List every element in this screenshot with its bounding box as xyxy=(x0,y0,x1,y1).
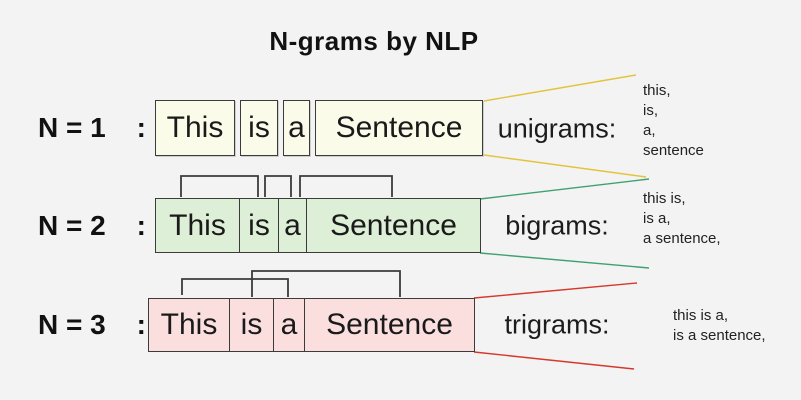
token-box-sentence: Sentence xyxy=(304,299,474,351)
unigram-item: is, xyxy=(643,102,658,119)
token-box-sentence: Sentence xyxy=(315,100,483,156)
token-box-is: is xyxy=(240,100,278,156)
unigrams-label: unigrams: xyxy=(497,113,617,144)
unigram-fan-line-top xyxy=(483,74,637,102)
token-box-this: This xyxy=(169,208,226,242)
bigram-item: a sentence, xyxy=(643,230,721,247)
trigram-item: is a sentence, xyxy=(673,327,766,344)
trigram-item: this is a, xyxy=(673,307,729,324)
bigram-item: is a, xyxy=(643,210,671,227)
diagram-title: N-grams by NLP xyxy=(269,26,479,56)
token-box-this: This xyxy=(155,100,235,156)
trigram-fan-line-bottom xyxy=(473,351,635,370)
unigram-item: this, xyxy=(643,82,671,99)
trigram-fan-line-top xyxy=(473,282,638,299)
trigram-token-boxes: This is a Sentence xyxy=(148,298,475,352)
token-box-a: a xyxy=(283,100,310,156)
unigram-item: a, xyxy=(643,122,656,139)
row3-colon: : xyxy=(136,309,146,340)
row-label-n2: N = 2 : xyxy=(38,198,146,253)
token-box-sentence: Sentence xyxy=(306,199,480,252)
token-box-a: a xyxy=(273,299,304,351)
n-equals-2-text: N = 2 xyxy=(38,209,106,241)
row1-colon: : xyxy=(136,112,146,143)
token-box-a: a xyxy=(278,199,306,252)
bigram-output-list: this is, is a, a sentence, xyxy=(643,189,721,249)
bigrams-label: bigrams: xyxy=(505,210,609,241)
token-box-is: is xyxy=(239,199,278,252)
n-equals-1-text: N = 1 xyxy=(38,112,106,143)
bigram-bracket-is-a xyxy=(264,175,292,197)
trigram-bracket-this-is-a xyxy=(181,278,289,297)
row-label-n1: N = 1 : xyxy=(38,100,146,156)
trigram-bracket-is-a-sentence xyxy=(251,270,401,297)
bigram-fan-line-bottom xyxy=(479,252,650,269)
bigram-bracket-this-is xyxy=(180,175,259,197)
unigram-item: sentence xyxy=(643,142,704,159)
row2-colon: : xyxy=(136,209,146,241)
n-equals-3-text: N = 3 xyxy=(38,309,106,340)
bigram-fan-line-top xyxy=(479,178,650,200)
trigrams-label: trigrams: xyxy=(504,309,610,340)
trigram-output-list: this is a, is a sentence, xyxy=(673,306,766,346)
bigram-token-boxes: This is a Sentence xyxy=(155,198,481,253)
token-box-this: This xyxy=(160,308,218,341)
row-label-n3: N = 3 : xyxy=(38,298,146,352)
token-box-is: is xyxy=(229,299,273,351)
unigram-fan-line-bottom xyxy=(483,154,647,178)
unigram-token-boxes: This is a Sentence xyxy=(155,100,483,156)
bigram-bracket-a-sentence xyxy=(299,175,393,197)
bigram-item: this is, xyxy=(643,190,686,207)
unigram-output-list: this, is, a, sentence xyxy=(643,81,704,161)
